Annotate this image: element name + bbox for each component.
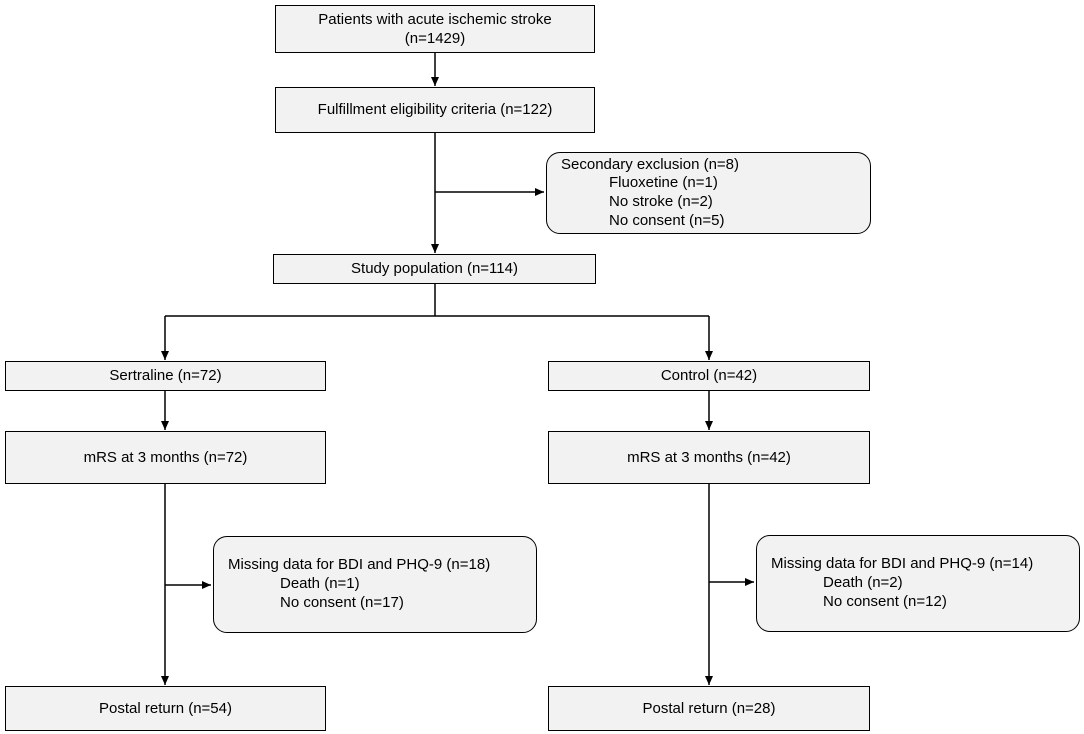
exclusion-title: Secondary exclusion (n=8) xyxy=(561,155,740,173)
box-control-mrs: mRS at 3 months (n=42) xyxy=(548,431,870,484)
control-missing-item: No consent (n=12) xyxy=(823,592,947,610)
exclusion-item: Fluoxetine (n=1) xyxy=(609,174,718,192)
box-sertraline-postal: Postal return (n=54) xyxy=(5,686,326,731)
sertraline-postal-label: Postal return (n=54) xyxy=(99,699,232,717)
patients-count: (n=1429) xyxy=(404,30,466,47)
population-label: Study population (n=114) xyxy=(351,260,518,278)
box-sertraline-mrs: mRS at 3 months (n=72) xyxy=(5,431,326,484)
exclusion-item: No stroke (n=2) xyxy=(609,193,713,210)
box-control-postal: Postal return (n=28) xyxy=(548,686,870,731)
sertraline-missing-title: Missing data for BDI and PHQ-9 (n=18) xyxy=(228,556,491,574)
sertraline-missing-item: No consent (n=17) xyxy=(280,593,404,611)
sertraline-mrs-label: mRS at 3 months (n=72) xyxy=(83,448,248,466)
box-secondary-exclusion: Secondary exclusion (n=8) Fluoxetine (n=… xyxy=(546,152,871,234)
exclusion-item: No consent (n=5) xyxy=(609,211,725,229)
sertraline-label: Sertraline (n=72) xyxy=(109,367,222,385)
box-patients: Patients with acute ischemic stroke (n=1… xyxy=(275,5,595,53)
box-control-missing: Missing data for BDI and PHQ-9 (n=14) De… xyxy=(756,535,1080,632)
box-control: Control (n=42) xyxy=(548,361,870,391)
box-eligibility: Fulfillment eligibility criteria (n=122) xyxy=(275,87,595,133)
control-missing-item: Death (n=2) xyxy=(823,574,903,592)
sertraline-missing-item: Death (n=1) xyxy=(280,575,360,593)
control-postal-label: Postal return (n=28) xyxy=(642,699,776,717)
box-sertraline-missing: Missing data for BDI and PHQ-9 (n=18) De… xyxy=(213,536,537,633)
control-mrs-label: mRS at 3 months (n=42) xyxy=(627,448,791,466)
box-study-population: Study population (n=114) xyxy=(273,254,596,284)
eligibility-label: Fulfillment eligibility criteria (n=122) xyxy=(317,101,553,119)
box-sertraline: Sertraline (n=72) xyxy=(5,361,326,391)
control-missing-title: Missing data for BDI and PHQ-9 (n=14) xyxy=(771,555,1034,573)
patients-label: Patients with acute ischemic stroke xyxy=(318,10,552,28)
control-label: Control (n=42) xyxy=(660,367,758,385)
